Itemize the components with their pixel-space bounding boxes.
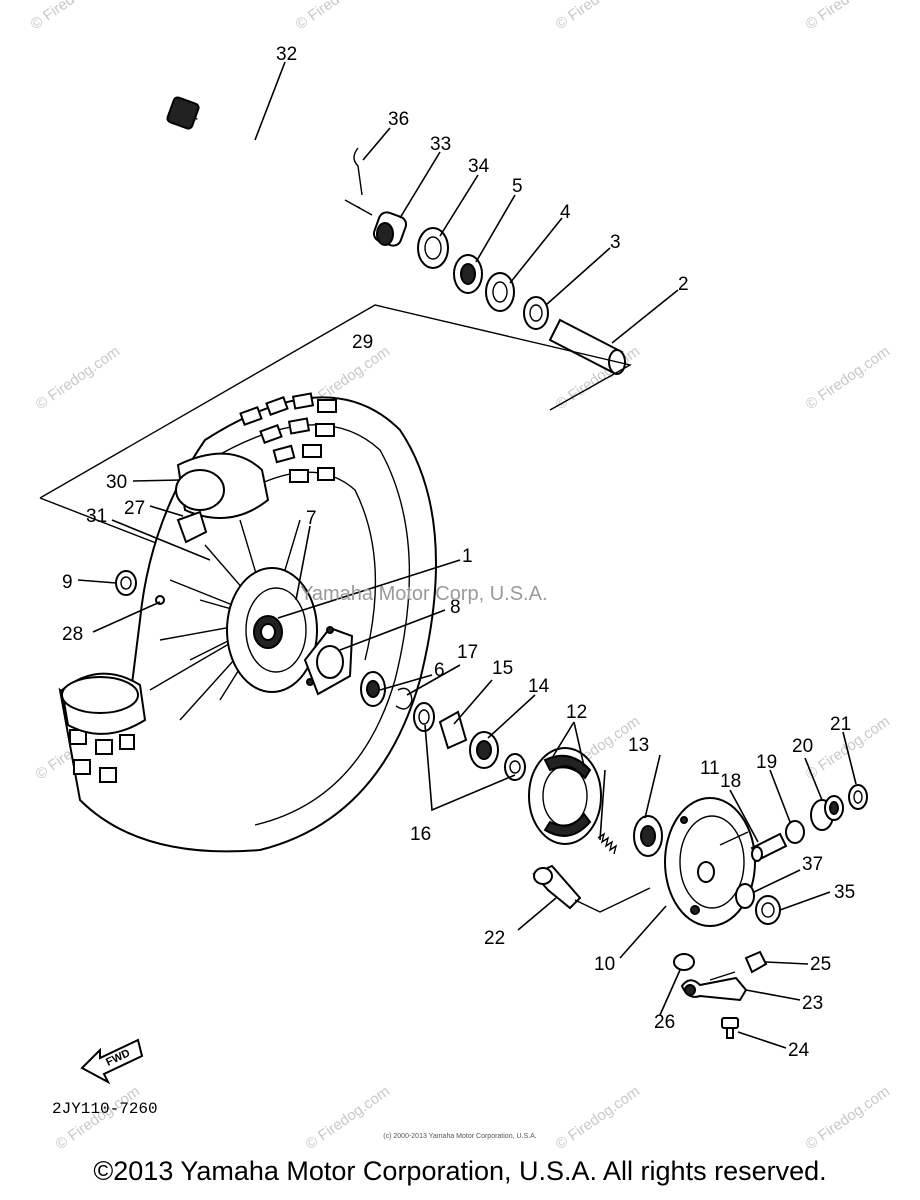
callout-3: 3 (610, 232, 621, 253)
collar (372, 211, 408, 247)
callout-37: 37 (802, 854, 823, 875)
callout-17: 17 (457, 642, 478, 663)
oil-seal (504, 753, 526, 781)
callout-22: 22 (484, 928, 505, 949)
callout-13: 13 (628, 735, 649, 756)
drive-plate (303, 626, 354, 696)
fine-print: (c) 2000-2013 Yamaha Motor Corporation, … (383, 1133, 537, 1140)
watermark: © Firedog.com (803, 343, 894, 413)
valve-cap (155, 595, 165, 605)
callout-5: 5 (512, 176, 523, 197)
callout-35: 35 (834, 882, 855, 903)
circlip (395, 687, 413, 710)
oil-seal (633, 815, 663, 857)
callout-26: 26 (654, 1012, 675, 1033)
callout-24: 24 (788, 1040, 810, 1061)
spacer-flange (523, 296, 549, 330)
axle (166, 96, 373, 216)
callout-30: 30 (106, 472, 127, 493)
spacer (438, 710, 468, 750)
watermark: © Firedog.com (303, 1083, 394, 1153)
spring (597, 832, 618, 855)
watermark: © Firedog.com (553, 1083, 644, 1153)
callout-18: 18 (720, 771, 741, 792)
callout-23: 23 (802, 993, 823, 1014)
leader-lines (77, 61, 857, 1049)
callout-12: 12 (566, 702, 587, 723)
watermark: © Firedog.com (28, 0, 119, 33)
callout-27: 27 (124, 498, 145, 519)
bolt (721, 1017, 739, 1039)
brake-cable-adjuster (532, 864, 582, 910)
callout-34: 34 (468, 156, 490, 177)
watermark: © Firedog.com (53, 1083, 144, 1153)
bearing (453, 254, 483, 294)
center-watermark: Yamaha Motor Corp, U.S.A. (300, 583, 548, 605)
callout-32: 32 (276, 44, 297, 65)
callout-10: 10 (594, 954, 615, 975)
callout-15: 15 (492, 658, 513, 679)
callout-8: 8 (450, 597, 461, 618)
callout-33: 33 (430, 134, 451, 155)
rim-lock (176, 510, 208, 544)
watermark: © Firedog.com (553, 0, 644, 33)
callout-6: 6 (434, 660, 445, 681)
assembly-bracket (574, 887, 651, 913)
callout-11: 11 (700, 758, 720, 779)
watermark: © Firedog.com (293, 0, 384, 33)
oil-seal (848, 784, 868, 810)
catalog-code: 2JY110-7260 (52, 1100, 158, 1118)
washer (785, 820, 805, 844)
spacer (548, 318, 626, 375)
bearing (485, 272, 515, 312)
callout-9: 9 (62, 572, 73, 593)
callout-25: 25 (810, 954, 831, 975)
callout-4: 4 (560, 202, 571, 223)
callout-16: 16 (410, 824, 431, 845)
wheel (58, 392, 437, 853)
callout-29: 29 (352, 332, 373, 353)
callout-28: 28 (62, 624, 83, 645)
watermark: © Firedog.com (803, 0, 894, 33)
copyright-notice: ©2013 Yamaha Motor Corporation, U.S.A. A… (93, 1156, 827, 1186)
callout-20: 20 (792, 736, 813, 757)
washer (735, 883, 755, 909)
brake-shoe-kit (528, 747, 602, 845)
oil-seal (413, 702, 435, 732)
nut (744, 950, 768, 974)
callout-21: 21 (830, 714, 851, 735)
cotter-pin (353, 147, 363, 196)
assembly-bracket (39, 304, 632, 499)
callout-19: 19 (756, 752, 777, 773)
rim-lock-nut (115, 570, 137, 596)
camshaft (750, 832, 788, 862)
callout-7: 7 (306, 508, 317, 529)
washer (673, 953, 695, 971)
brake-shoe-plate (664, 797, 756, 927)
watermark: © Firedog.com (803, 1083, 894, 1153)
callouts: 32 36 33 34 5 4 3 2 29 30 27 31 7 1 9 8 … (62, 44, 855, 1061)
callout-1: 1 (462, 546, 473, 567)
nut (755, 895, 781, 925)
camshaft-lever (680, 971, 748, 1002)
watermark: © Firedog.com (33, 343, 124, 413)
callout-31: 31 (86, 506, 107, 527)
callout-36: 36 (388, 109, 409, 130)
forward-arrow: FWD (80, 1038, 144, 1085)
callout-2: 2 (678, 274, 689, 295)
callout-14: 14 (528, 676, 550, 697)
bushing (810, 795, 844, 831)
oil-seal (417, 227, 449, 269)
collar (469, 731, 499, 769)
